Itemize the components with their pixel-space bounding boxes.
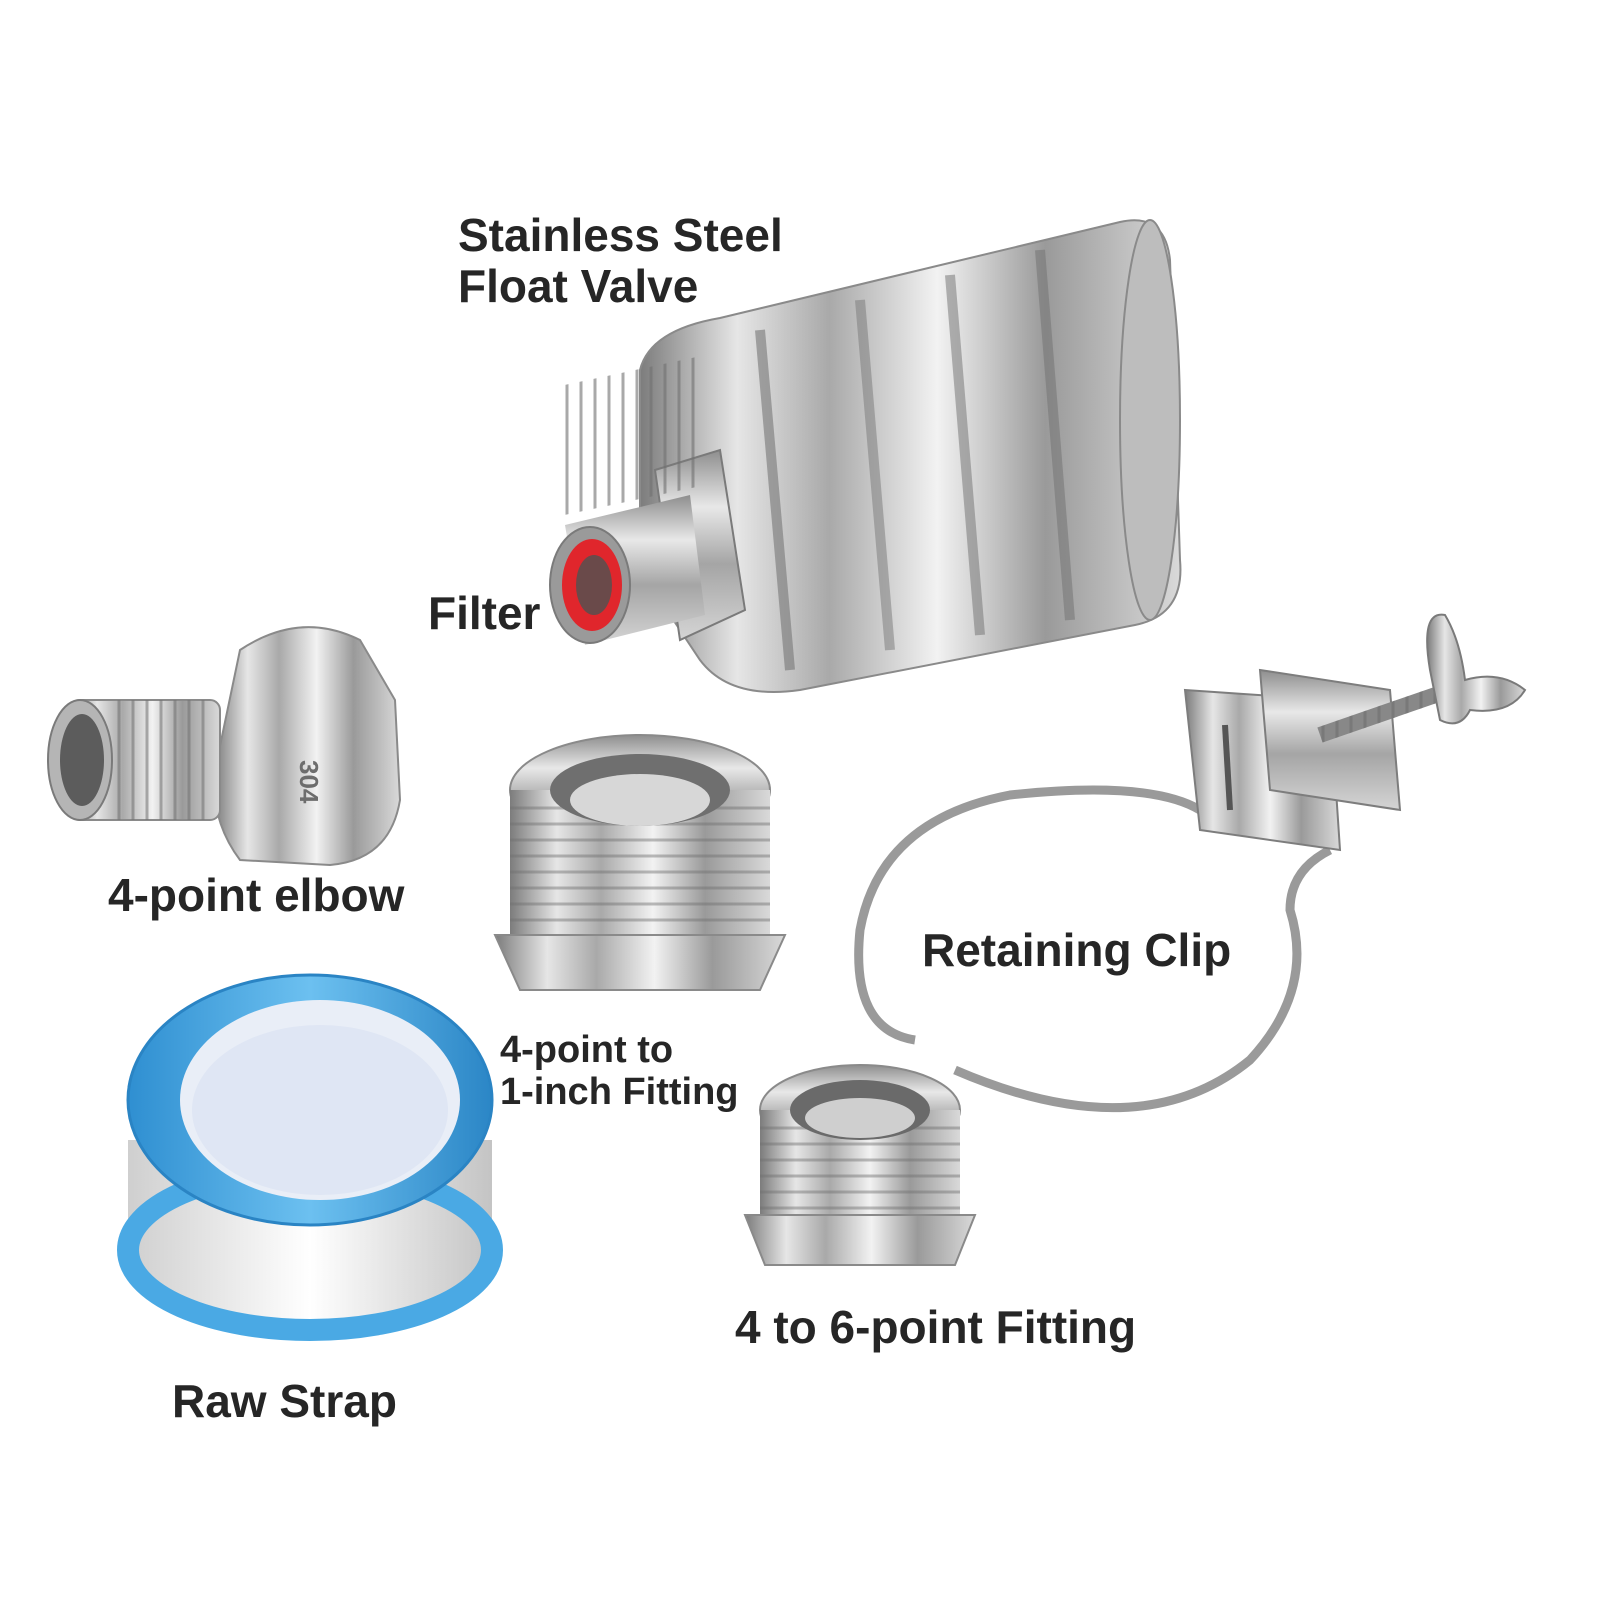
- label-elbow: 4-point elbow: [108, 869, 405, 921]
- label-float-valve-line1: Stainless Steel: [458, 209, 783, 261]
- label-float-valve: Stainless Steel Float Valve: [458, 210, 783, 311]
- label-raw-strap: Raw Strap: [172, 1375, 397, 1427]
- fitting-4to6: [743, 1064, 977, 1266]
- label-fitting-1inch: 4-point to 1-inch Fitting: [500, 1029, 739, 1114]
- label-float-valve-line2: Float Valve: [458, 259, 699, 312]
- label-filter: Filter: [428, 587, 541, 639]
- elbow-fitting: 304: [47, 626, 402, 867]
- elbow-marking: 304: [294, 760, 324, 804]
- retaining-clip: [854, 613, 1527, 1113]
- raw-strap-tape: [117, 973, 503, 1341]
- label-fitting-1inch-line2: 1-inch Fitting: [500, 1070, 739, 1113]
- fitting-1inch: [493, 734, 787, 991]
- float-valve: [549, 219, 1182, 693]
- label-fitting-4to6: 4 to 6-point Fitting: [735, 1301, 1137, 1353]
- label-fitting-1inch-line1: 4-point to: [500, 1029, 674, 1071]
- label-retaining-clip: Retaining Clip: [922, 924, 1232, 976]
